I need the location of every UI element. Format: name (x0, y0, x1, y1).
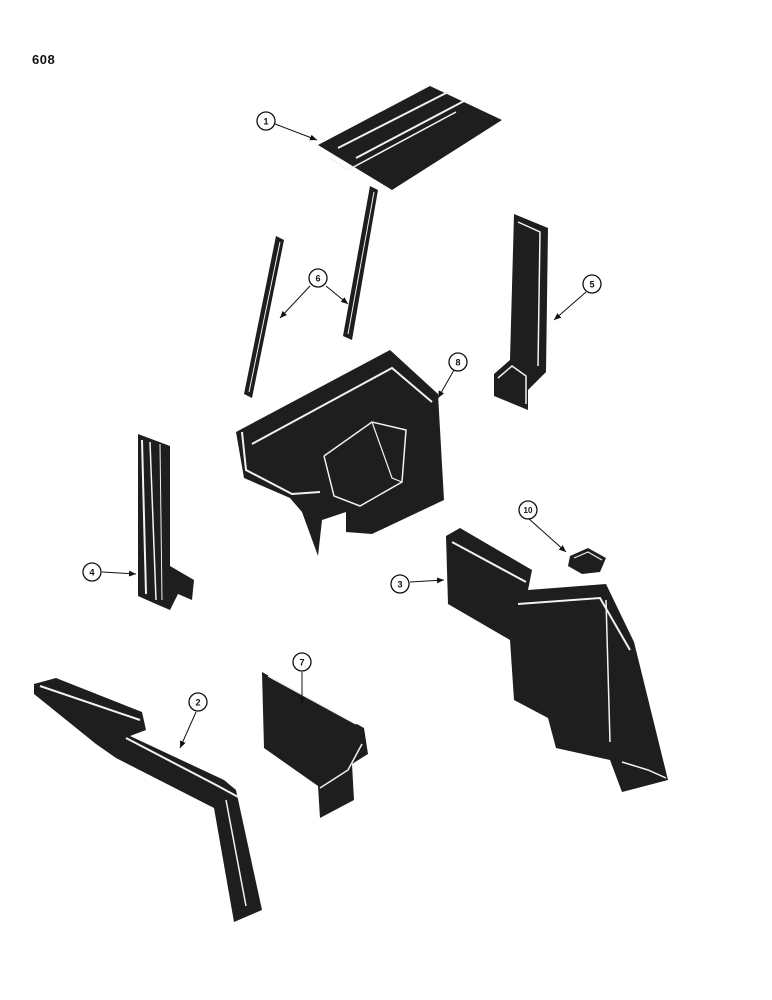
callout-2-label: 2 (195, 698, 200, 708)
part-4-post (138, 434, 194, 610)
callout-6-label: 6 (315, 274, 320, 284)
part-5-post (494, 214, 548, 410)
part-7-panel (262, 672, 368, 818)
callout-5-label: 5 (589, 280, 594, 290)
part-8-tray (236, 350, 444, 556)
part-3-housing (446, 528, 668, 792)
part-1-floor-mat (318, 86, 502, 190)
callout-8: 8 (448, 352, 468, 372)
callouts: 1 2 3 4 5 6 7 8 10 (82, 111, 602, 712)
callout-10-label: 10 (524, 506, 533, 515)
part-2-frame (34, 678, 262, 922)
callout-1: 1 (256, 111, 276, 131)
callout-5: 5 (582, 274, 602, 294)
page-number: 608 (32, 52, 56, 67)
callout-3: 3 (390, 574, 410, 594)
leader-lines (101, 123, 587, 749)
callout-10: 10 (518, 500, 538, 520)
callout-7: 7 (292, 652, 312, 672)
callout-3-label: 3 (397, 580, 402, 590)
callout-4-label: 4 (89, 568, 94, 578)
callout-8-label: 8 (455, 358, 460, 368)
callout-6: 6 (308, 268, 328, 288)
callout-4: 4 (82, 562, 102, 582)
part-6-strips (244, 186, 378, 398)
callout-2: 2 (188, 692, 208, 712)
callout-7-label: 7 (299, 658, 304, 668)
callout-1-label: 1 (263, 117, 268, 127)
part-10-block (568, 548, 606, 574)
